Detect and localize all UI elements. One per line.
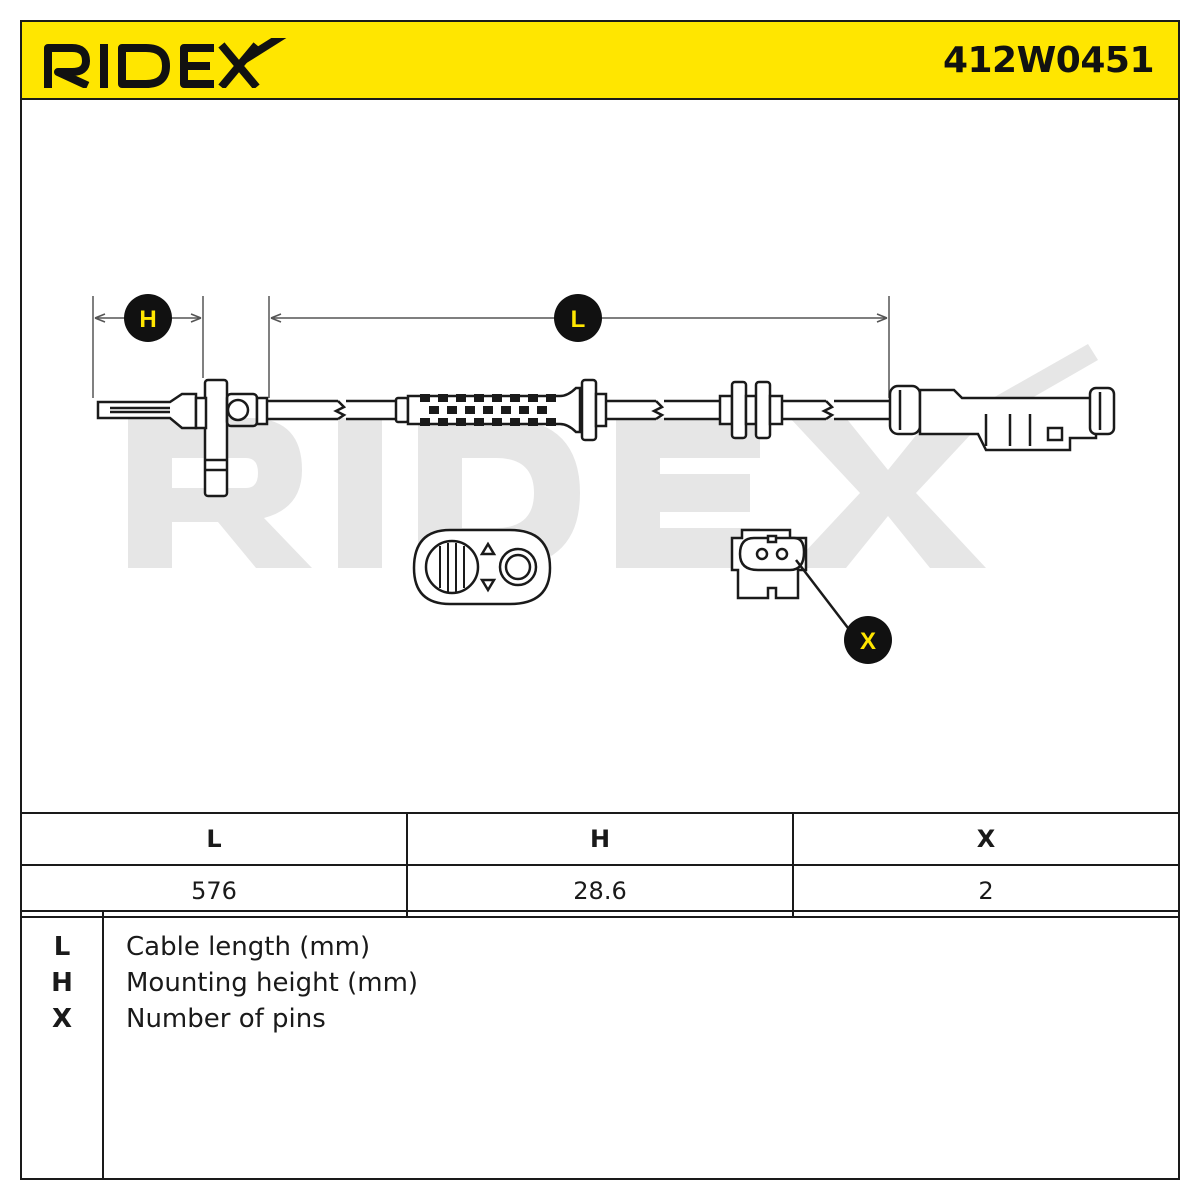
- dimensions-table: L H X 576 28.6 2: [20, 812, 1180, 918]
- legend-key: X: [51, 1004, 73, 1034]
- sensor-head: [96, 378, 269, 498]
- legend-row-l: L Cable length (mm): [22, 932, 1178, 968]
- dimensions-value-h: 28.6: [406, 864, 794, 918]
- part-number: 412W0451: [942, 40, 1155, 81]
- dimensions-value-l: 576: [20, 864, 408, 918]
- legend-key: L: [53, 932, 71, 962]
- header-bar: 412W0451: [20, 20, 1180, 100]
- sensor-drawing: H L: [92, 294, 1116, 664]
- cable: [267, 378, 890, 442]
- svg-text:L: L: [571, 306, 586, 333]
- legend-divider: [102, 912, 104, 1178]
- dimensions-header-h: H: [406, 812, 794, 866]
- legend-box: L Cable length (mm) H Mounting height (m…: [20, 910, 1180, 1180]
- ridex-watermark: [128, 344, 1098, 568]
- legend-key: H: [51, 968, 73, 998]
- dimensions-value-row: 576 28.6 2: [20, 864, 1180, 918]
- svg-text:H: H: [139, 306, 156, 333]
- dimensions-header-row: L H X: [20, 812, 1180, 866]
- dimensions-header-x: X: [792, 812, 1180, 866]
- callout-h: H: [124, 294, 172, 342]
- legend-label: Number of pins: [126, 1004, 326, 1034]
- dimensions-header-l: L: [20, 812, 408, 866]
- legend-row-x: X Number of pins: [22, 1004, 1178, 1040]
- callout-l: L: [554, 294, 602, 342]
- legend-label: Cable length (mm): [126, 932, 371, 962]
- connector-body: [888, 384, 1116, 452]
- legend-label: Mounting height (mm): [126, 968, 419, 998]
- dimensions-value-x: 2: [792, 864, 1180, 918]
- svg-text:X: X: [860, 628, 876, 655]
- connector-face-view: [730, 528, 849, 629]
- callout-x: X: [844, 616, 892, 664]
- sensor-bottom-view: [412, 528, 552, 606]
- ridex-logo: [44, 38, 287, 88]
- legend-row-h: H Mounting height (mm): [22, 968, 1178, 1004]
